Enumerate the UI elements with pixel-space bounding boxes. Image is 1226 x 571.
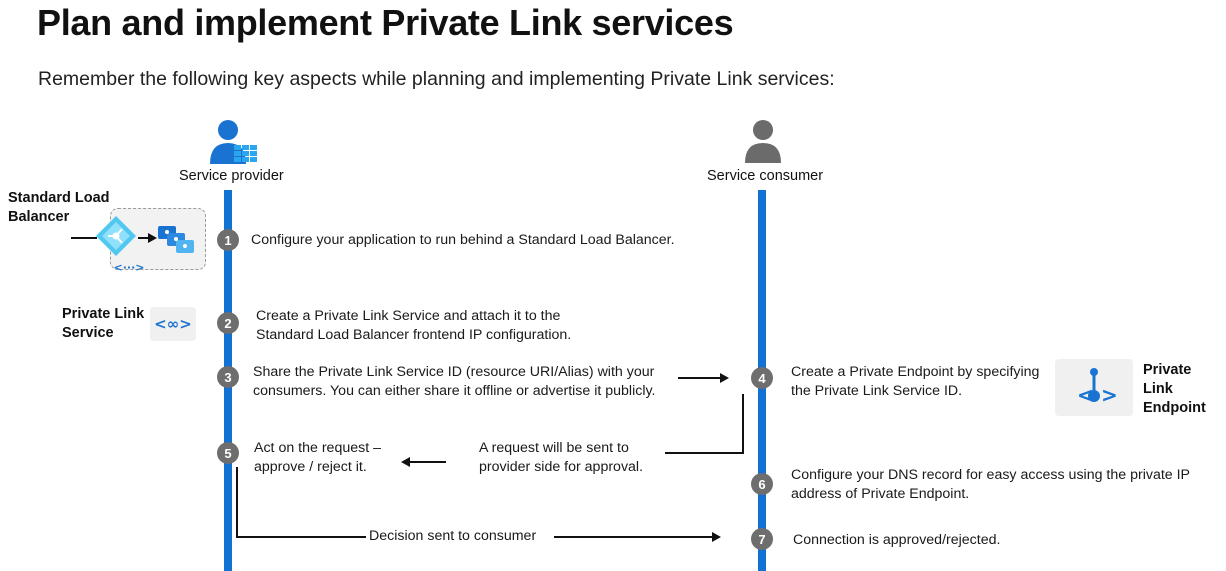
step-3-badge: 3 bbox=[217, 366, 239, 388]
page-subtitle: Remember the following key aspects while… bbox=[38, 68, 835, 90]
request-line-vertical bbox=[742, 394, 744, 454]
step-7-text: Connection is approved/rejected. bbox=[793, 532, 1001, 548]
decision-line-right bbox=[554, 536, 714, 538]
pe-label: Private Link Endpoint bbox=[1143, 362, 1206, 416]
page-title: Plan and implement Private Link services bbox=[37, 2, 734, 43]
svg-text:<: < bbox=[1077, 383, 1094, 407]
svg-text:<···>: <···> bbox=[114, 261, 144, 274]
private-link-small-icon: <···> bbox=[114, 261, 144, 274]
provider-user-icon bbox=[210, 120, 257, 164]
step-5-text: Act on the request – approve / reject it… bbox=[254, 440, 381, 475]
share-arrow-head bbox=[720, 373, 729, 383]
step-1-text: Configure your application to run behind… bbox=[251, 232, 675, 248]
slb-label: Standard Load Balancer bbox=[8, 190, 110, 225]
step-6-text: Configure your DNS record for easy acces… bbox=[791, 467, 1190, 502]
provider-label: Service provider bbox=[179, 168, 284, 184]
step-2-text: Create a Private Link Service and attach… bbox=[256, 308, 572, 343]
step-2-badge: 2 bbox=[217, 312, 239, 334]
step-4-text: Create a Private Endpoint by specifying … bbox=[791, 364, 1040, 399]
svg-text:>: > bbox=[1101, 383, 1117, 407]
decision-flow-label: Decision sent to consumer bbox=[369, 528, 537, 544]
step-3-text: Share the Private Link Service ID (resou… bbox=[253, 364, 656, 399]
request-arrow-line bbox=[410, 461, 446, 463]
consumer-label: Service consumer bbox=[707, 168, 824, 184]
step-1-badge: 1 bbox=[217, 229, 239, 251]
consumer-user-icon bbox=[745, 120, 781, 163]
decision-line-left bbox=[236, 536, 366, 538]
svg-text:<∞>: <∞> bbox=[154, 315, 192, 333]
step-4-badge: 4 bbox=[751, 367, 773, 389]
load-balancer-icon bbox=[96, 216, 136, 256]
slb-arrow-head bbox=[148, 233, 157, 243]
step-6-badge: 6 bbox=[751, 473, 773, 495]
request-arrow-head bbox=[401, 457, 410, 467]
vm-scale-set-icon bbox=[158, 226, 194, 253]
slb-inbound-line bbox=[71, 237, 97, 239]
step-5-badge: 5 bbox=[217, 442, 239, 464]
slb-outbound-line bbox=[138, 237, 150, 239]
share-arrow-line bbox=[678, 377, 722, 379]
decision-arrow-head bbox=[712, 532, 721, 542]
step-7-badge: 7 bbox=[751, 528, 773, 550]
request-line-horizontal bbox=[665, 452, 744, 454]
decision-line-vertical bbox=[236, 467, 238, 537]
request-flow-label: A request will be sent to provider side … bbox=[479, 440, 644, 475]
pls-label: Private Link Service bbox=[62, 306, 145, 341]
private-endpoint-icon: < > bbox=[1055, 359, 1133, 416]
private-link-service-icon: <∞> bbox=[150, 307, 196, 341]
